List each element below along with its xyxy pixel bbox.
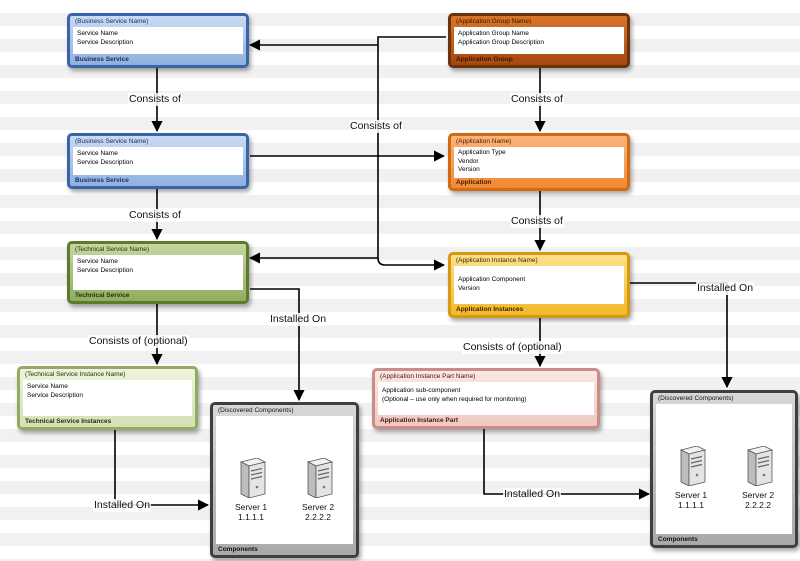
server-icon (679, 446, 707, 486)
edge-appgroup-bs1 (248, 36, 446, 51)
card-body: Application sub-component (Optional – us… (378, 382, 594, 415)
card-line: Service Description (77, 158, 133, 166)
card-line: Version (458, 166, 480, 173)
card-footer: Application Instance Part (380, 417, 459, 424)
server-icon (746, 446, 774, 486)
business-service-card-1[interactable]: (Business Service Name) Service Name Ser… (67, 13, 249, 68)
card-line: Application Group Name (458, 30, 529, 37)
card-body: Application Group Name Application Group… (454, 27, 624, 54)
edge-label-installed-on: Installed On (269, 313, 328, 326)
discovered-components-right[interactable]: (Discovered Components) Server 1 1.1.1.1 (650, 390, 798, 548)
edge-center-appinst (377, 257, 446, 271)
business-service-card-2[interactable]: (Business Service Name) Service Name Ser… (67, 133, 249, 189)
card-header: (Business Service Name) (75, 18, 149, 25)
server-2[interactable]: Server 2 2.2.2.2 (728, 446, 788, 510)
server-1[interactable]: Server 1 1.1.1.1 (661, 446, 721, 510)
card-line: Service Description (77, 38, 133, 46)
card-line: Version (458, 284, 480, 292)
edge-label-consists-of: Consists of (510, 215, 564, 228)
card-line: Vendor (458, 157, 479, 165)
server-ip: 2.2.2.2 (745, 500, 771, 510)
card-footer: Components (658, 536, 698, 543)
server-name: Server 2 (741, 490, 775, 500)
card-header: (Discovered Components) (218, 407, 294, 414)
card-line: Application Group Description (458, 38, 544, 46)
edge-label-consists-of: Consists of (128, 93, 182, 106)
server-ip: 1.1.1.1 (678, 500, 704, 510)
card-footer: Technical Service Instances (25, 418, 112, 425)
card-line: Service Description (27, 391, 83, 399)
application-instance-card[interactable]: (Application Instance Name) Application … (448, 252, 630, 318)
technical-service-card[interactable]: (Technical Service Name) Service Name Se… (67, 241, 249, 304)
edge-label-consists-of-optional: Consists of (optional) (88, 335, 189, 348)
card-footer: Components (218, 546, 258, 553)
edge-label-consists-of: Consists of (128, 209, 182, 222)
card-footer: Technical Service (75, 292, 130, 299)
card-line: Service Name (77, 150, 118, 157)
server-icon (306, 458, 334, 498)
card-line: Service Name (77, 258, 118, 265)
edge-label-consists-of: Consists of (349, 120, 403, 133)
application-card[interactable]: (Application Name) Application Type Vend… (448, 133, 630, 191)
card-line: Application sub-component (382, 387, 461, 394)
server-ip: 1.1.1.1 (238, 512, 264, 522)
card-header: (Application Instance Part Name) (380, 373, 476, 380)
discovered-components-left[interactable]: (Discovered Components) Server 1 1.1.1.1 (210, 402, 359, 558)
edge-label-installed-on: Installed On (93, 499, 152, 512)
card-footer: Business Service (75, 177, 129, 184)
card-body: Service Name Service Description (73, 147, 243, 175)
card-header: (Business Service Name) (75, 138, 149, 145)
card-line: Application Component (458, 276, 526, 283)
card-line: Service Name (27, 383, 68, 390)
card-footer: Application (456, 179, 492, 186)
application-group-card[interactable]: (Application Group Name) Application Gro… (448, 13, 630, 68)
card-body: Server 1 1.1.1.1 Server 2 2.2.2.2 (656, 404, 792, 534)
application-instance-part-card[interactable]: (Application Instance Part Name) Applica… (372, 368, 600, 429)
server-1[interactable]: Server 1 1.1.1.1 (221, 458, 281, 522)
edge-appinst-components (630, 282, 733, 389)
edge-tsi-components (114, 429, 210, 511)
server-ip: 2.2.2.2 (305, 512, 331, 522)
card-header: (Application Group Name) (456, 18, 532, 25)
technical-service-instance-card[interactable]: (Technical Service Instance Name) Servic… (17, 366, 198, 430)
card-header: (Technical Service Name) (75, 246, 150, 253)
card-line: Application Type (458, 149, 506, 156)
card-body: Service Name Service Description (73, 27, 243, 54)
edge-label-installed-on: Installed On (503, 488, 562, 501)
edge-part-components (483, 428, 651, 500)
card-footer: Application Group (456, 56, 513, 63)
edge-center-vertical (248, 45, 379, 264)
card-line: Service Name (77, 30, 118, 37)
edge-label-consists-of: Consists of (510, 93, 564, 106)
card-body: Application Type Vendor Version (454, 147, 624, 178)
card-header: (Application Name) (456, 138, 512, 145)
server-icon (239, 458, 267, 498)
edge-label-installed-on: Installed On (696, 282, 755, 295)
card-footer: Business Service (75, 56, 129, 63)
card-footer: Application Instances (456, 306, 524, 313)
card-body: Service Name Service Description (23, 380, 192, 416)
server-2[interactable]: Server 2 2.2.2.2 (288, 458, 348, 522)
card-header: (Discovered Components) (658, 395, 734, 402)
edge-ts-components (250, 288, 305, 402)
card-header: (Technical Service Instance Name) (25, 371, 126, 378)
card-header: (Application Instance Name) (456, 257, 538, 264)
card-body: Application Component Version (454, 266, 624, 304)
card-line: (Optional – use only when required for m… (382, 395, 527, 403)
server-name: Server 1 (674, 490, 708, 500)
server-name: Server 1 (234, 502, 268, 512)
edge-label-consists-of-optional: Consists of (optional) (462, 341, 563, 354)
card-body: Service Name Service Description (73, 255, 243, 290)
card-body: Server 1 1.1.1.1 Server 2 2.2.2.2 (216, 416, 353, 544)
server-name: Server 2 (301, 502, 335, 512)
card-line: Service Description (77, 266, 133, 274)
